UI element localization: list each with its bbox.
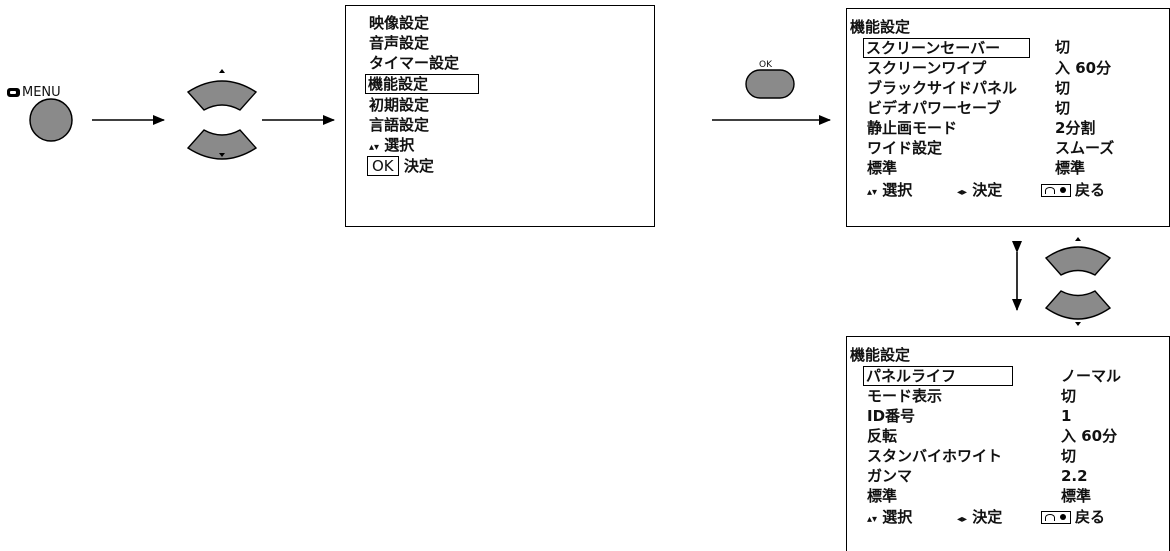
panel1-decide-hint: ◂▸ 決定 [957, 181, 1003, 199]
up-triangle-icon-2 [1075, 237, 1081, 241]
panel1-row-label[interactable]: スクリーンセーバー [863, 38, 1030, 58]
panel2-row-value: 標準 [1061, 487, 1092, 505]
panel1-row-value: 切 [1055, 38, 1071, 56]
panel2-title: 機能設定 [850, 346, 911, 364]
panel2-decide-hint: ◂▸ 決定 [957, 508, 1003, 526]
ok-button-label: OK [759, 60, 772, 70]
up-key [186, 80, 258, 111]
panel1-row-value: 2分割 [1055, 119, 1096, 137]
menu-button-label: MENU [7, 85, 61, 100]
select-hint: ▴▾ 選択 [369, 136, 415, 154]
panel1-select-hint: ▴▾ 選択 [867, 181, 913, 199]
panel2-select-hint: ▴▾ 選択 [867, 508, 913, 526]
menu-item-function[interactable]: 機能設定 [365, 74, 479, 94]
panel2-row-value: 入 60分 [1061, 427, 1118, 445]
panel2-row-value: 切 [1061, 447, 1077, 465]
updown-icon: ▴▾ [369, 142, 380, 153]
menu-item-language[interactable]: 言語設定 [369, 116, 430, 134]
panel1-row-label[interactable]: 静止画モード [867, 119, 958, 137]
function-menu-panel-2: 機能設定 パネルライフ ノーマル モード表示 切 ID番号 1 反転 入 60分… [846, 336, 1170, 551]
panel2-row-label[interactable]: ID番号 [867, 407, 916, 425]
panel1-row-value: 標準 [1055, 159, 1086, 177]
ok-oval-button[interactable] [745, 69, 795, 99]
panel1-row-label[interactable]: ビデオパワーセーブ [867, 99, 1002, 117]
menu-item-video[interactable]: 映像設定 [369, 14, 430, 32]
return-icon [1041, 511, 1071, 524]
ok-key-box: OK [367, 156, 399, 176]
menu-round-button[interactable] [29, 98, 73, 142]
menu-key-icon [7, 88, 20, 97]
panel2-row-label[interactable]: スタンバイホワイト [867, 447, 1003, 465]
down-triangle-icon [219, 153, 225, 157]
menu-item-initial[interactable]: 初期設定 [369, 96, 430, 114]
down-triangle-icon-2 [1075, 322, 1081, 326]
panel1-row-value: 切 [1055, 99, 1071, 117]
panel1-title: 機能設定 [850, 18, 911, 36]
menu-item-audio[interactable]: 音声設定 [369, 34, 430, 52]
decide-hint: OK 決定 [367, 156, 434, 176]
updown-icon: ▴▾ [867, 514, 878, 525]
return-icon [1041, 184, 1071, 197]
updown-icon: ▴▾ [867, 187, 878, 198]
panel1-row-label[interactable]: ワイド設定 [867, 139, 943, 157]
down-key-2 [1044, 290, 1112, 320]
panel1-row-label[interactable]: スクリーンワイプ [867, 59, 987, 77]
up-key-2 [1044, 246, 1112, 276]
panel1-row-value: 切 [1055, 79, 1071, 97]
panel2-row-label[interactable]: ガンマ [867, 467, 913, 485]
up-triangle-icon [219, 69, 225, 73]
panel2-row-value: 2.2 [1061, 467, 1088, 485]
panel2-row-value: 1 [1061, 407, 1072, 425]
panel2-row-label[interactable]: パネルライフ [863, 366, 1013, 386]
panel2-row-label[interactable]: モード表示 [867, 387, 943, 405]
panel1-row-value: 入 60分 [1055, 59, 1112, 77]
leftright-icon: ◂▸ [957, 514, 968, 525]
panel2-row-label[interactable]: 反転 [867, 427, 898, 445]
panel2-row-label[interactable]: 標準 [867, 487, 898, 505]
panel1-row-label[interactable]: ブラックサイドパネル [867, 79, 1018, 97]
function-menu-panel-1: 機能設定 スクリーンセーバー 切 スクリーンワイプ 入 60分 ブラックサイドパ… [846, 8, 1170, 227]
panel2-row-value: ノーマル [1061, 367, 1122, 385]
panel2-back-hint: 戻る [1041, 508, 1105, 526]
panel1-row-label[interactable]: 標準 [867, 159, 898, 177]
leftright-icon: ◂▸ [957, 187, 968, 198]
up-down-keys-2[interactable] [1044, 237, 1112, 326]
panel2-row-value: 切 [1061, 387, 1077, 405]
down-key [186, 129, 258, 160]
panel1-back-hint: 戻る [1041, 181, 1105, 199]
up-down-keys-1[interactable] [186, 69, 258, 160]
main-menu-panel: 映像設定 音声設定 タイマー設定 機能設定 初期設定 言語設定 ▴▾ 選択 OK… [345, 5, 655, 227]
panel1-row-value: スムーズ [1055, 139, 1115, 157]
menu-item-timer[interactable]: タイマー設定 [369, 54, 460, 72]
